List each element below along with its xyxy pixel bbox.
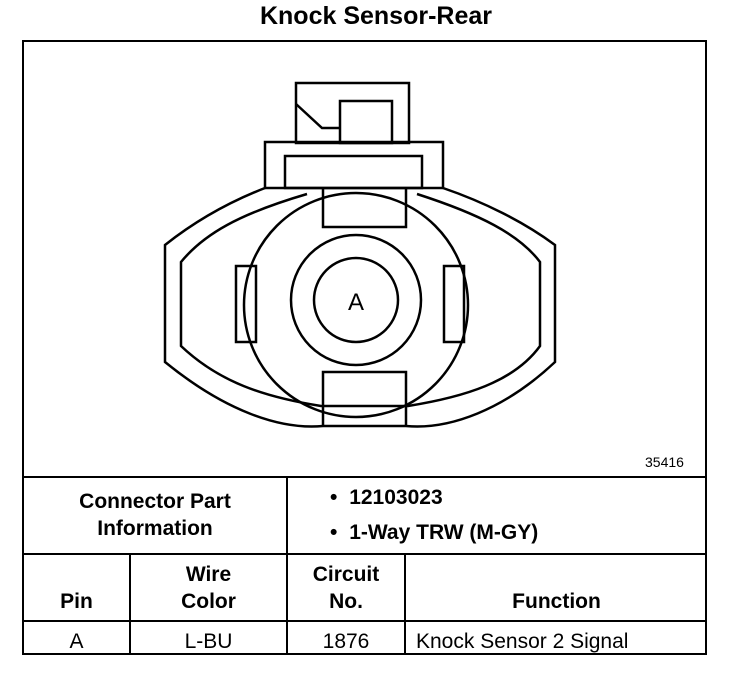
header-function: Function: [512, 590, 601, 613]
connector-info-item-2: • 1-Way TRW (M-GY): [330, 521, 538, 545]
side-tab-right: [442, 264, 466, 344]
face-circle-outer: [242, 191, 470, 419]
page-title: Knock Sensor-Rear: [259, 2, 493, 30]
collar-outer: [263, 140, 445, 190]
row-wire-color: L-BU: [184, 630, 233, 653]
connector-info-item-1: • 12103023: [330, 486, 443, 510]
pin-label: A: [348, 289, 364, 316]
header-pin: Pin: [60, 590, 93, 613]
connector-type: 1-Way TRW (M-GY): [349, 521, 539, 544]
table-top-line: [22, 476, 707, 478]
connector-info-label-1: Connector Part: [79, 490, 231, 513]
key-top: [321, 188, 408, 229]
latch-inner: [338, 99, 394, 145]
socket-ring-outer: [289, 233, 423, 367]
pin-col-line: [129, 553, 131, 655]
row-function: Knock Sensor 2 Signal: [416, 630, 629, 653]
circuit-col-line: [404, 553, 406, 655]
header-divider-line: [22, 620, 707, 622]
connector-diagram: A: [163, 81, 557, 428]
row-pin: A: [69, 630, 84, 653]
socket-ring-inner: [312, 256, 400, 344]
header-wire-2: Color: [181, 590, 236, 613]
key-bottom: [321, 370, 408, 426]
figure-number: 35416: [645, 454, 684, 470]
info-divider-line: [22, 553, 707, 555]
info-vertical-line: [286, 476, 288, 655]
row-circuit: 1876: [322, 630, 370, 653]
housing-inner: [179, 192, 542, 408]
part-number: 12103023: [349, 486, 443, 509]
latch-slant: [295, 103, 340, 130]
header-wire-1: Wire: [185, 563, 232, 586]
header-circuit-2: No.: [329, 590, 363, 613]
header-circuit-1: Circuit: [312, 563, 380, 586]
connector-frame: [22, 40, 707, 655]
bullet: •: [330, 486, 338, 509]
connector-info-label-2: Information: [97, 517, 213, 540]
collar-inner: [283, 154, 424, 190]
bullet: •: [330, 521, 338, 544]
side-tab-left: [234, 264, 258, 344]
